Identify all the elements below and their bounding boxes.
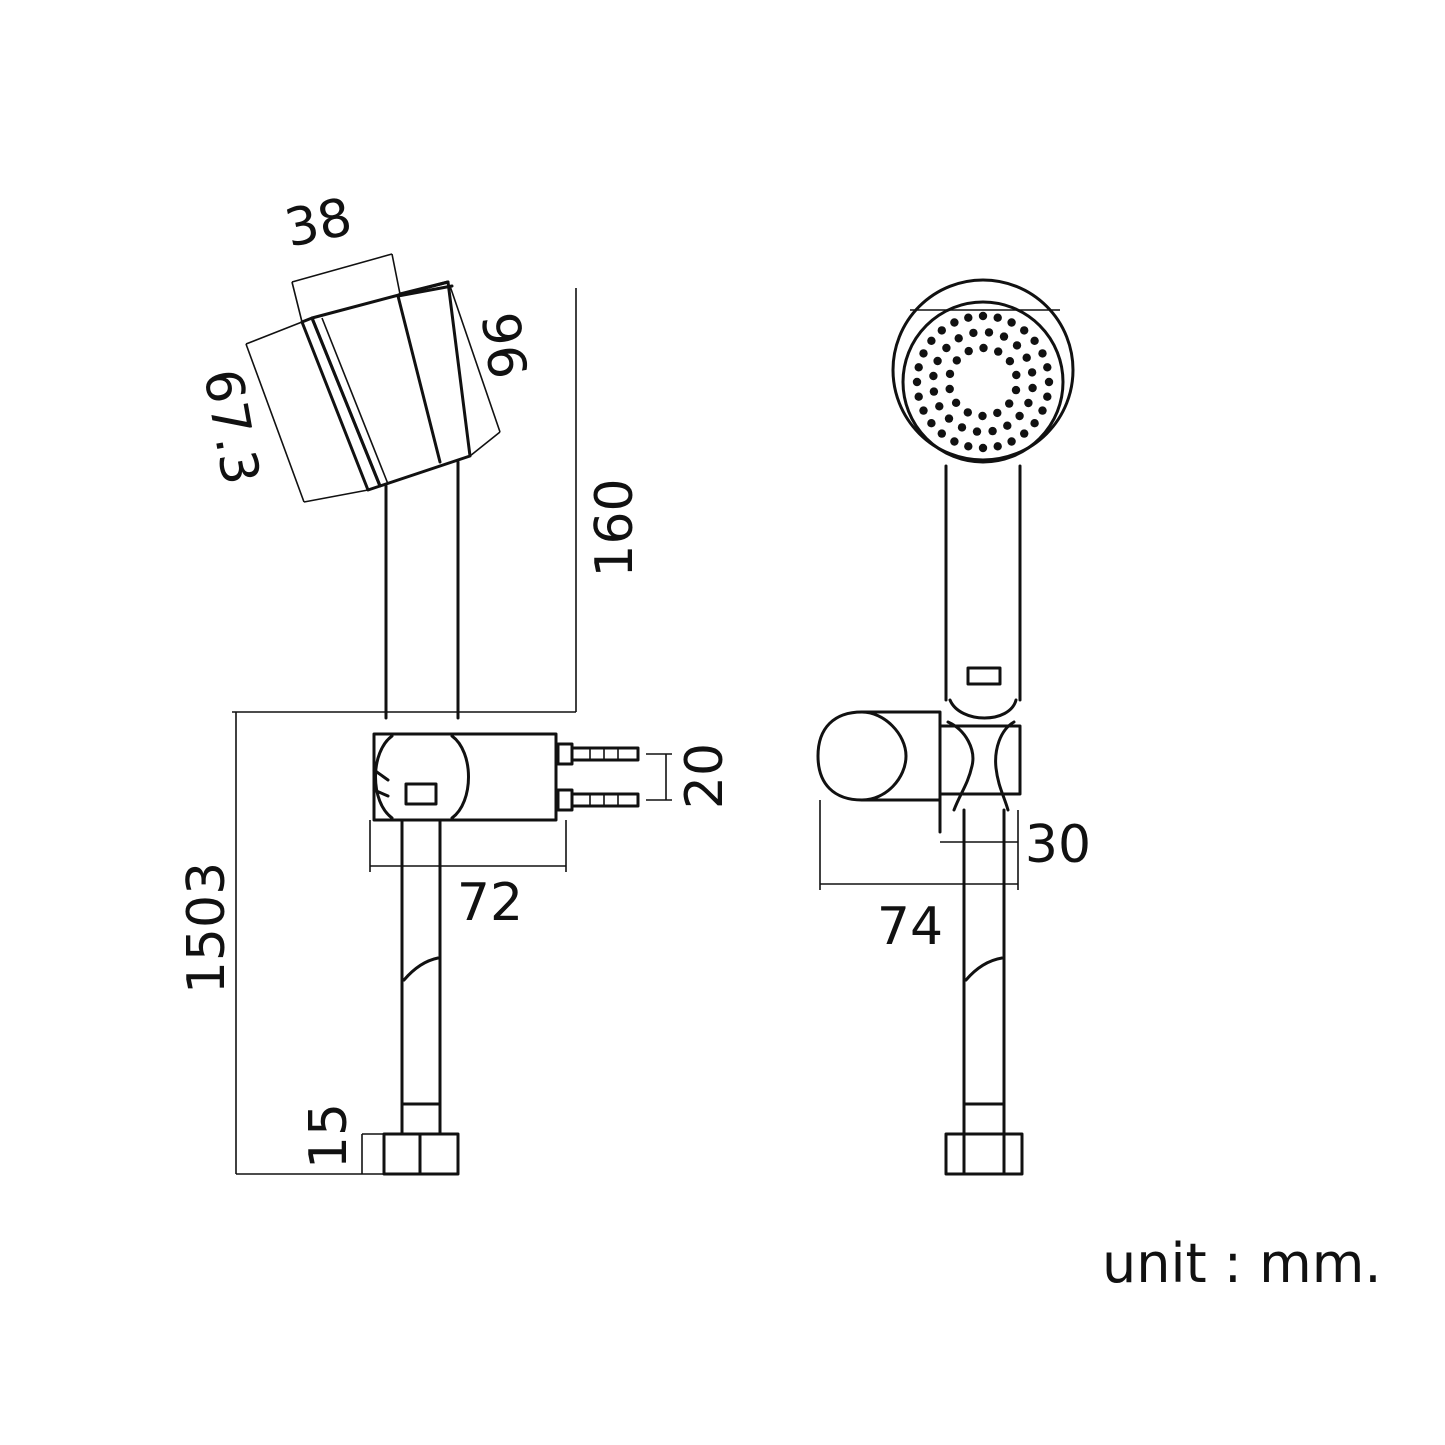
spray-nozzle: [944, 414, 954, 423]
spray-nozzle: [950, 437, 959, 446]
spray-nozzle: [912, 377, 922, 387]
spray-nozzle: [1005, 357, 1015, 366]
spray-nozzle: [964, 442, 973, 451]
front-view: [816, 278, 1075, 1176]
dim-holder-depth: 72: [457, 873, 523, 933]
side-holder: [372, 732, 640, 822]
spray-nozzle: [929, 387, 939, 396]
spray-nozzle: [937, 326, 946, 335]
spray-nozzle: [984, 328, 994, 337]
spray-nozzle: [919, 349, 928, 358]
spray-nozzle: [972, 427, 982, 436]
spray-nozzle: [919, 406, 928, 415]
spray-nozzle: [935, 402, 944, 411]
spray-nozzle: [927, 336, 936, 345]
spray-nozzle: [945, 384, 954, 394]
dim-total-length: 1503: [177, 862, 237, 994]
side-dimension-lines: [232, 253, 672, 1175]
spray-nozzle: [929, 371, 938, 381]
spray-nozzle: [964, 346, 973, 356]
front-dimension-lines: [819, 800, 1019, 890]
dim-hose-nut: 15: [299, 1103, 359, 1169]
spray-nozzle: [1028, 383, 1037, 393]
spray-nozzles: [912, 311, 1054, 453]
side-handle: [384, 460, 460, 720]
spray-nozzle: [1030, 419, 1039, 428]
spray-nozzle: [1007, 437, 1016, 446]
dim-head-face-depth: 96: [469, 309, 538, 383]
front-shower-head: [891, 278, 1075, 464]
spray-nozzle: [1007, 318, 1016, 327]
spray-nozzle: [978, 311, 988, 321]
spray-nozzle: [1003, 421, 1012, 430]
spray-nozzle: [993, 408, 1002, 418]
spray-nozzle: [978, 411, 987, 421]
dim-holder-screw-spacing: 20: [675, 743, 735, 809]
spray-nozzle: [993, 442, 1002, 451]
dim-head-to-holder: 160: [585, 478, 645, 577]
spray-nozzle: [1043, 363, 1052, 372]
spray-nozzle: [952, 356, 961, 365]
dim-head-side: 67.3: [191, 365, 270, 489]
spray-nozzle: [1027, 368, 1037, 377]
side-view: [232, 253, 672, 1176]
spray-nozzle: [1022, 353, 1031, 362]
spray-nozzle: [937, 429, 946, 438]
spray-nozzle: [1043, 392, 1052, 401]
spray-nozzle: [1019, 429, 1029, 438]
front-holder: [816, 710, 1022, 834]
spray-nozzle: [1038, 349, 1047, 358]
spray-nozzle: [1030, 336, 1039, 345]
spray-nozzle: [954, 334, 963, 343]
dim-front-holder-width: 30: [1025, 815, 1091, 875]
spray-nozzle: [951, 398, 961, 407]
spray-nozzle: [994, 347, 1003, 356]
spray-nozzle: [950, 318, 959, 327]
front-handle: [944, 464, 1022, 720]
dim-front-holder-depth: 74: [877, 897, 943, 957]
spray-nozzle: [1024, 398, 1033, 408]
spray-nozzle: [942, 343, 951, 353]
spray-nozzle: [988, 426, 997, 436]
spray-nozzle: [1044, 377, 1054, 387]
spray-nozzle: [1012, 370, 1021, 380]
spray-nozzle: [1012, 341, 1022, 350]
spray-nozzle: [963, 408, 972, 417]
spray-nozzle: [1019, 326, 1029, 335]
spray-nozzle: [914, 363, 923, 372]
spray-nozzle: [999, 332, 1009, 341]
dimension-labels: 38 96 67.3 160 1503 20 72 15 74 30: [177, 187, 1091, 1169]
dim-head-width: 38: [280, 187, 357, 259]
spray-nozzle: [927, 419, 936, 428]
spray-nozzle: [945, 369, 955, 379]
spray-nozzle: [1011, 385, 1021, 395]
side-hose: [382, 818, 460, 1176]
spray-nozzle: [957, 423, 967, 432]
spray-nozzle: [933, 356, 942, 366]
spray-nozzle: [978, 443, 988, 453]
spray-nozzle: [964, 313, 973, 322]
spray-nozzle: [1038, 406, 1047, 415]
front-hose: [944, 808, 1024, 1176]
spray-nozzle: [979, 343, 988, 353]
side-shower-head: [300, 280, 472, 492]
spray-nozzle: [969, 328, 978, 338]
spray-nozzle: [1005, 399, 1014, 408]
unit-label: unit : mm.: [1102, 1232, 1382, 1295]
spray-nozzle: [914, 392, 923, 401]
spray-nozzle: [993, 313, 1002, 322]
spray-nozzle: [1015, 411, 1024, 421]
